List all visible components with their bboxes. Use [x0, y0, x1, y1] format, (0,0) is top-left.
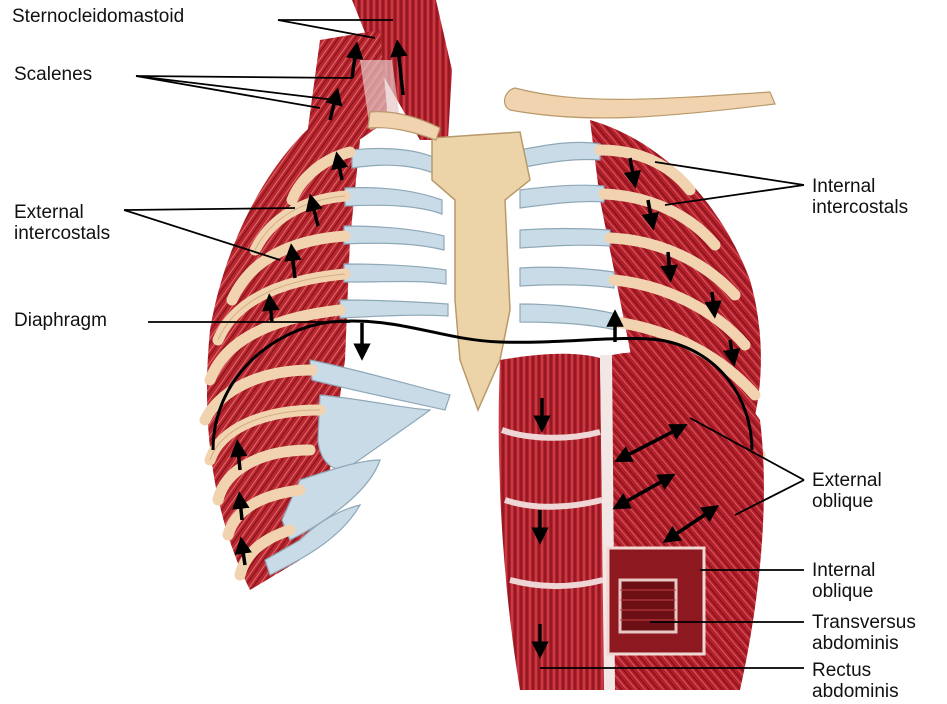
label-line: abdominis — [812, 681, 899, 702]
label-line: Internal — [812, 560, 875, 581]
label-line: Internal — [812, 176, 908, 197]
label-line: intercostals — [14, 223, 110, 244]
right-clavicle — [505, 88, 775, 118]
label-line: Transversus — [812, 612, 916, 633]
label-line: External — [812, 470, 882, 491]
rectus-abdominis-muscle — [499, 354, 605, 690]
label-diaphragm: Diaphragm — [14, 310, 107, 331]
label-line: oblique — [812, 581, 875, 602]
label-external-intercostals: External intercostals — [14, 202, 110, 244]
label-sternocleidomastoid: Sternocleidomastoid — [12, 6, 184, 27]
label-rectus-abdominis: Rectus abdominis — [812, 660, 899, 702]
label-line: External — [14, 202, 110, 223]
label-external-oblique: External oblique — [812, 470, 882, 512]
label-line: abdominis — [812, 633, 916, 654]
transversus-abdominis-window — [620, 580, 676, 632]
label-line: intercostals — [812, 197, 908, 218]
label-internal-intercostals: Internal intercostals — [812, 176, 908, 218]
label-transversus-abdominis: Transversus abdominis — [812, 612, 916, 654]
label-line: Rectus — [812, 660, 899, 681]
label-scalenes: Scalenes — [14, 64, 92, 85]
label-line: oblique — [812, 491, 882, 512]
label-internal-oblique: Internal oblique — [812, 560, 875, 602]
